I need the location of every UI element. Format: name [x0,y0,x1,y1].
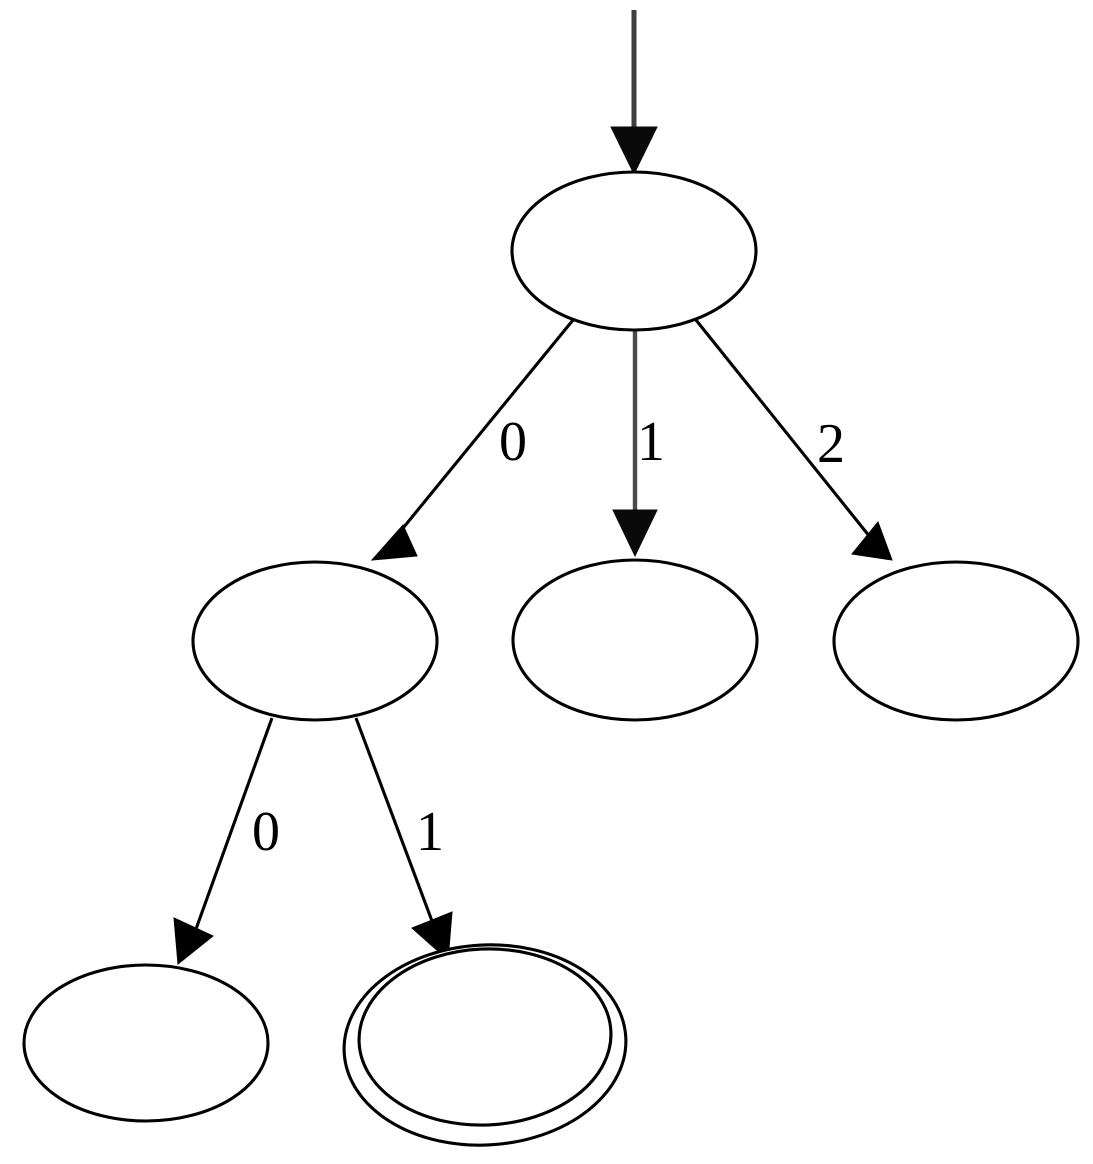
edge-q0-q1-head [370,524,418,561]
edge-q1-q4-head [173,917,214,965]
start-arrow-head [610,126,658,176]
edge-q0-q2[interactable]: 1 [612,328,665,558]
node-q3[interactable] [832,560,1080,722]
node-q0-ellipse [510,170,758,332]
edge-q1-q5-line [354,717,434,922]
node-q5-inner-ellipse [357,947,613,1127]
edge-q1-q4-line [194,717,274,930]
edge-q0-q3-head [851,521,893,561]
edge-q0-q3-line [694,319,876,543]
edge-q0-q1[interactable]: 0 [370,319,575,561]
node-q5-accept[interactable] [339,937,632,1152]
start-arrow [610,10,658,176]
edge-label-q0-q3: 2 [817,413,845,475]
node-q3-ellipse [832,560,1080,722]
node-q4[interactable] [22,963,270,1123]
edge-q0-q1-line [388,319,575,545]
edge-label-q0-q2: 1 [637,411,665,473]
node-q1[interactable] [191,560,439,722]
edge-label-q0-q1: 0 [499,411,527,473]
node-q5-outer-ellipse [342,943,628,1147]
edge-label-q1-q4: 0 [252,801,280,863]
edge-label-q1-q5: 1 [416,801,444,863]
node-q4-ellipse [22,963,270,1123]
edge-q1-q5[interactable]: 1 [354,717,453,962]
edge-q0-q3[interactable]: 2 [694,319,893,561]
node-q2-ellipse [511,558,759,722]
node-q2[interactable] [511,558,759,722]
edge-q0-q2-head [612,509,658,558]
node-q1-ellipse [191,560,439,722]
edge-q1-q5-head [411,911,453,962]
edge-q1-q4[interactable]: 0 [173,717,280,965]
node-q0[interactable] [510,170,758,332]
